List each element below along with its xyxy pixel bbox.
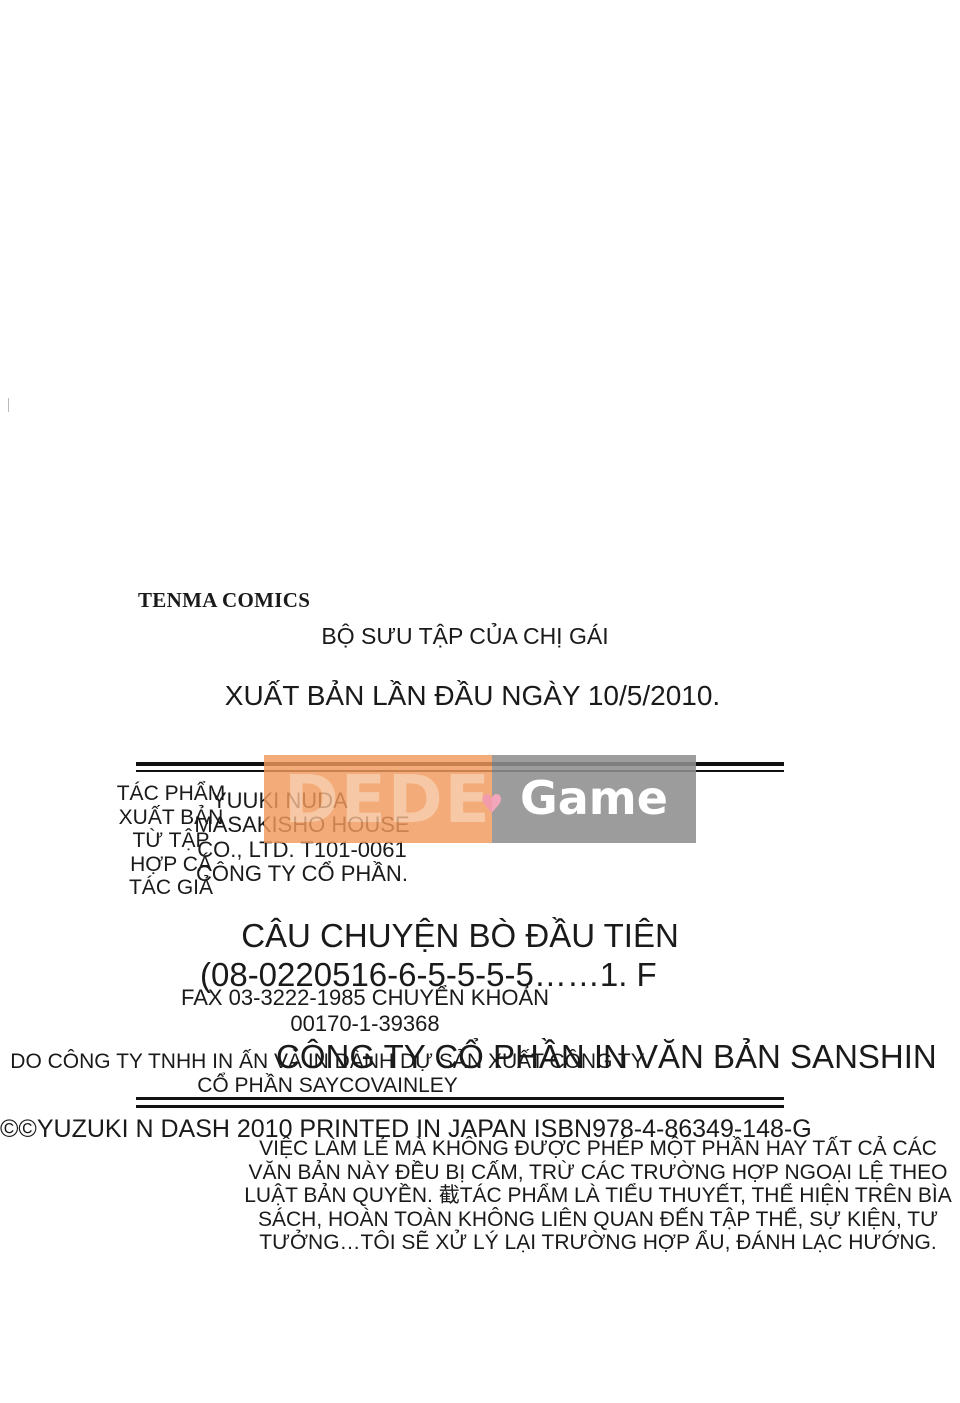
copyright-line: ©©YUZUKI N DASH 2010 PRINTED IN JAPAN IS… — [0, 1115, 812, 1143]
watermark-logo-left: DEDE — [264, 755, 492, 843]
imprint-labels: TÁC PHẨM XUẤT BẢN TỪ TẬP HỢP CÁ TÁC GIẢ — [96, 782, 246, 900]
watermark-left-text: DEDE — [284, 761, 492, 838]
label-author: TÁC GIẢ — [128, 876, 213, 899]
phone-number: (08-0220516-6-5-5-5-5……1. F — [200, 956, 657, 993]
watermark-right-text: Game — [520, 771, 668, 825]
series-name: TENMA COMICS — [138, 588, 311, 612]
label-work: TÁC PHẨM — [116, 782, 226, 805]
book-title: BỘ SƯU TẬP CỦA CHỊ GÁI — [321, 623, 609, 649]
legal-notice: VIỆC LÀM LẺ MÀ KHÔNG ĐƯỢC PHÉP MỘT PHẦN … — [244, 1137, 952, 1254]
fax-info: FAX 03-3222-1985 CHUYỂN KHOẢN 00170-1-39… — [180, 985, 550, 1036]
scan-speck — [8, 398, 9, 412]
printer-details: DO CÔNG TY TNHH IN ẤN VÀ IN DÀNH DỰ SẢN … — [10, 1050, 645, 1097]
heart-icon: ♥ — [480, 790, 504, 820]
printer-company: CÔNG TY CỔ PHẦN IN VĂN BẢN SANSHIN — [276, 1038, 937, 1075]
watermark-logo-right: ♥ Game — [480, 755, 696, 843]
label-volume: TỪ TẬP — [132, 829, 210, 852]
label-publish: XUẤT BẢN — [118, 805, 224, 829]
first-edition-date: XUẤT BẢN LẦN ĐẦU NGÀY 10/5/2010. — [224, 680, 721, 711]
label-contract: HỢP CÁ — [130, 852, 212, 876]
story-title: CÂU CHUYỆN BÒ ĐẦU TIÊN — [241, 917, 679, 954]
bottom-rule-thin — [136, 1105, 784, 1108]
bottom-rule-thick — [136, 1097, 784, 1100]
